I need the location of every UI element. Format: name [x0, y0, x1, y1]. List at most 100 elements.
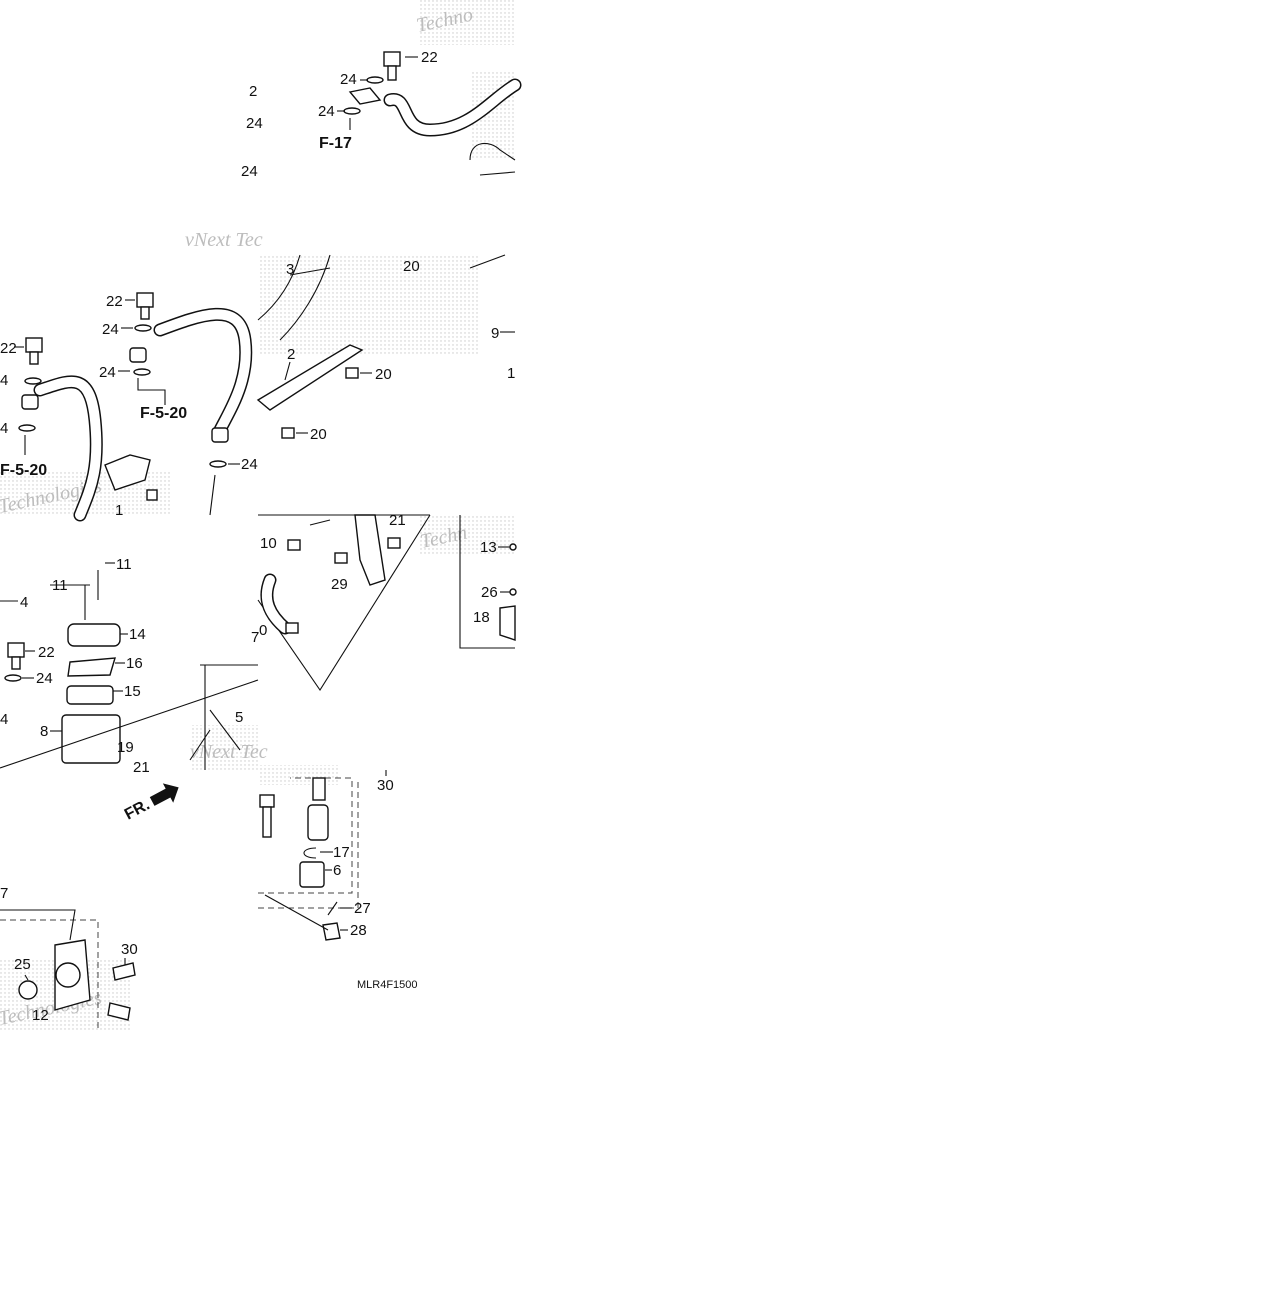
boot [299, 861, 325, 888]
callout-10: 10 [260, 535, 277, 552]
callout-28: 28 [350, 922, 367, 939]
callout-22: 22 [421, 49, 438, 66]
hose-clip [285, 622, 299, 634]
callout-22: 22 [106, 293, 123, 310]
callout-22: 22 [38, 644, 55, 661]
tile-top-right: 22 24 24 F-17 [318, 49, 522, 176]
tile-bottom-middle: 30 17 6 27 28 MLR4F1500 [258, 770, 418, 991]
spring [312, 777, 326, 801]
callout-30: 30 [377, 777, 394, 794]
sealing-washer [134, 324, 152, 332]
watermark-text: vNext Tec [185, 229, 263, 251]
callout-24: 24 [241, 163, 258, 180]
callout-8: 8 [40, 723, 48, 740]
fitting [499, 605, 516, 641]
callout-7: 7 [251, 629, 259, 646]
callout-3: 3 [286, 261, 294, 278]
bolt [281, 427, 295, 439]
callout-4: 4 [0, 372, 8, 389]
piston [307, 804, 329, 841]
sealing-washer [18, 424, 36, 432]
callout-4: 4 [0, 711, 8, 728]
bolt [146, 489, 158, 501]
callout-24: 24 [246, 115, 263, 132]
callout-9: 9 [491, 325, 499, 342]
tile-top-left: 2 24 24 [241, 83, 263, 180]
sealing-washer [24, 377, 42, 385]
callout-24: 24 [99, 364, 116, 381]
callout-19: 19 [117, 739, 134, 756]
diaphragm [66, 685, 114, 705]
callout-7: 7 [0, 885, 8, 902]
callout-27: 27 [354, 900, 371, 917]
callout-1: 1 [507, 365, 515, 382]
callout-20: 20 [310, 426, 327, 443]
bolt [387, 537, 401, 549]
callout-21: 21 [133, 759, 150, 776]
tile-bottom-left: 7 30 25 12 [0, 885, 138, 1028]
tile-middle-left: 22 24 24 22 4 4 1 24 F-5-20 F-5-20 [0, 292, 258, 522]
hose-clamp [104, 454, 151, 491]
reference-f5-20: F-5-20 [140, 405, 187, 422]
banjo-fitting [129, 347, 147, 363]
callout-16: 16 [126, 655, 143, 672]
callout-25: 25 [14, 956, 31, 973]
pushrod [259, 794, 275, 808]
bolt [334, 552, 348, 564]
reference-f17: F-17 [319, 135, 352, 152]
reservoir-bracket [354, 514, 386, 586]
front-label: FR. [122, 796, 153, 823]
bolt [107, 1002, 131, 1021]
sealing-washer [133, 368, 151, 376]
callout-12: 12 [32, 1007, 49, 1024]
callout-24: 24 [318, 103, 335, 120]
plate [67, 657, 116, 677]
arrow-icon [149, 783, 179, 806]
callout-11: 11 [116, 556, 132, 573]
callout-15: 15 [124, 683, 141, 700]
banjo-bolt [7, 642, 25, 658]
callout-18: 18 [473, 609, 490, 626]
callout-11: 11 [52, 577, 68, 594]
sealing-washer [366, 76, 384, 84]
callout-20: 20 [375, 366, 392, 383]
callout-22: 22 [0, 340, 17, 357]
callout-13: 13 [480, 539, 497, 556]
banjo-bolt [25, 337, 43, 353]
hose-clip [287, 539, 301, 551]
banjo-fitting [21, 394, 39, 410]
callout-24: 24 [340, 71, 357, 88]
watermark-text: vNext Tec [190, 741, 268, 763]
callout-4: 4 [0, 420, 8, 437]
reservoir-cap [67, 623, 121, 647]
tile-lower-middle: 21 10 29 0 7 5 FR. [122, 512, 431, 824]
callout-24: 24 [241, 456, 258, 473]
pin-boot [322, 922, 341, 941]
banjo-fitting [348, 87, 382, 105]
callout-1: 1 [115, 502, 123, 519]
sealing-washer [4, 674, 22, 682]
seal-ring [18, 980, 38, 1000]
callout-24: 24 [36, 670, 53, 687]
callout-14: 14 [129, 626, 146, 643]
hose-bracket [256, 344, 364, 411]
callout-2: 2 [249, 83, 257, 100]
banjo-bolt [383, 51, 401, 67]
callout-26: 26 [481, 584, 498, 601]
front-direction-arrow: FR. [122, 783, 179, 824]
callout-21: 21 [389, 512, 406, 529]
banjo-bolt [136, 292, 154, 308]
callout-24: 24 [102, 321, 119, 338]
bolt [345, 367, 359, 379]
circlip [303, 847, 317, 859]
tile-lower-left: 11 11 14 4 22 24 16 15 4 8 19 21 [0, 556, 259, 776]
master-cylinder-body [61, 714, 121, 764]
tile-middle-right: 20 3 2 20 20 9 1 [256, 254, 515, 443]
callout-4: 4 [20, 594, 28, 611]
reference-f5-20: F-5-20 [0, 462, 47, 479]
sealing-washer [209, 460, 227, 468]
callout-20: 20 [403, 258, 420, 275]
sealing-washer [343, 107, 361, 115]
